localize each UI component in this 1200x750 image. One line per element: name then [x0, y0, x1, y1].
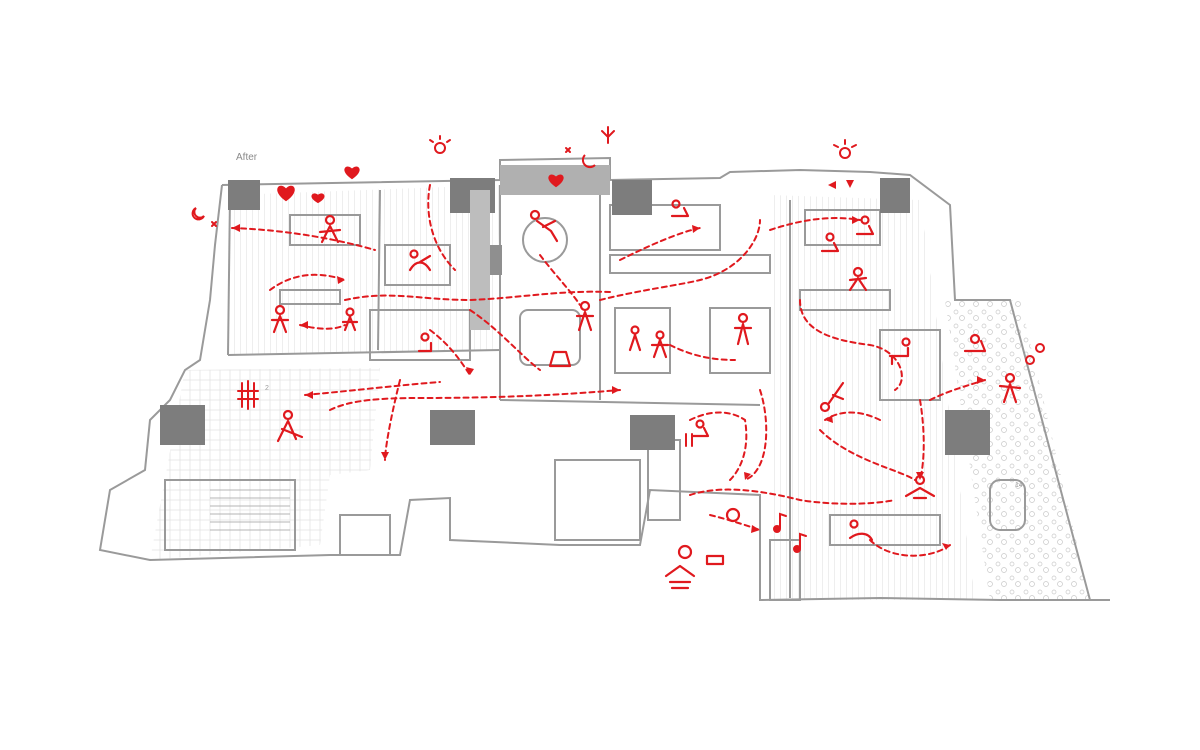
path-line — [819, 429, 916, 481]
path-arrowheads — [232, 180, 985, 550]
wall-segment — [227, 349, 501, 356]
table-outline — [829, 514, 941, 546]
person-icon — [819, 381, 845, 413]
person-icon — [318, 214, 342, 244]
person-icon — [998, 372, 1022, 404]
person-icon — [690, 419, 710, 438]
person-icon — [848, 266, 868, 292]
person-icon — [733, 312, 753, 346]
kitchen-room-walls — [609, 204, 721, 251]
path-line — [469, 309, 541, 371]
path-line — [689, 488, 896, 505]
person-icon — [904, 474, 936, 500]
heart-icon — [344, 166, 360, 180]
sun-icon — [429, 135, 451, 154]
person-icon — [270, 304, 290, 334]
person-icon — [650, 330, 670, 359]
person-icon — [888, 337, 911, 366]
plan-heading: After — [236, 152, 258, 163]
activity-figures — [270, 199, 1022, 590]
left-lower-tiled-room — [150, 368, 380, 560]
structural-columns — [160, 165, 990, 556]
sun-icon — [833, 139, 857, 159]
piano-outline — [769, 539, 801, 601]
floor-plan — [98, 156, 1110, 602]
path-line — [427, 184, 456, 271]
heart-icon — [311, 193, 325, 204]
person-icon — [848, 519, 874, 542]
star-icon — [565, 147, 571, 153]
round-table-outline — [522, 217, 568, 263]
person-icon — [963, 333, 987, 353]
path-line — [384, 379, 401, 461]
music-note-icon — [773, 512, 787, 533]
person-icon — [855, 215, 875, 236]
path-line — [689, 411, 748, 481]
path-line — [329, 389, 621, 411]
garden-bench — [989, 479, 1026, 531]
bath-room-walls — [369, 309, 471, 361]
sun-icon — [601, 126, 615, 144]
person-icon — [670, 199, 690, 218]
path-line — [669, 344, 736, 361]
path-line — [344, 290, 611, 302]
path-line — [539, 254, 581, 306]
closet-walls — [647, 439, 681, 521]
garden-pebbles — [945, 300, 1090, 600]
stair-treads — [210, 489, 290, 531]
counter-outline — [609, 254, 771, 274]
person-icon — [417, 332, 433, 353]
person-icon — [341, 307, 359, 332]
person-icon — [677, 544, 693, 560]
outer-wall-top — [221, 156, 1091, 601]
person-icon — [548, 350, 572, 368]
wall-segment — [227, 194, 231, 356]
path-line — [231, 227, 376, 251]
sofa-outline — [709, 307, 771, 374]
person-icon — [705, 554, 725, 566]
bed-outline — [289, 214, 361, 246]
path-line — [744, 389, 768, 481]
elevator-walls — [554, 459, 641, 541]
symbols — [191, 126, 1045, 553]
path-line — [304, 381, 441, 396]
person-icon — [408, 249, 432, 272]
person-icon — [820, 232, 840, 253]
wall-segment — [499, 399, 761, 406]
room-number: 14 — [1015, 482, 1023, 489]
kitchen-island — [614, 307, 671, 374]
person-icon — [664, 564, 696, 590]
stair-walls — [164, 479, 296, 551]
room-number: 2 — [265, 385, 269, 392]
path-line — [769, 217, 861, 231]
bed-icon — [685, 433, 693, 447]
desk-outline — [279, 289, 341, 305]
moon-icon — [191, 207, 205, 221]
path-line — [869, 539, 951, 557]
path-line — [429, 329, 471, 376]
path-line — [799, 299, 903, 391]
chair-outline — [879, 329, 941, 401]
bed-outline — [804, 209, 881, 246]
person-icon — [529, 209, 559, 243]
heart-icon — [277, 185, 295, 202]
wall-segment — [377, 189, 381, 351]
plant-icon — [1025, 343, 1045, 365]
star-icon — [211, 221, 217, 227]
path-line — [599, 219, 761, 301]
flame-icon — [237, 380, 259, 410]
heart-icon — [548, 174, 564, 188]
music-note-icon — [793, 532, 807, 553]
person-icon — [628, 325, 642, 352]
person-icon — [725, 507, 741, 523]
path-line — [619, 227, 701, 261]
path-line — [269, 273, 346, 291]
outer-wall-bottom — [330, 488, 1110, 602]
dining-table-outline — [519, 309, 581, 366]
left-bedroom-floor — [228, 185, 500, 355]
person-icon — [575, 300, 595, 332]
person-icon — [276, 409, 304, 443]
moon-icon — [581, 154, 596, 169]
